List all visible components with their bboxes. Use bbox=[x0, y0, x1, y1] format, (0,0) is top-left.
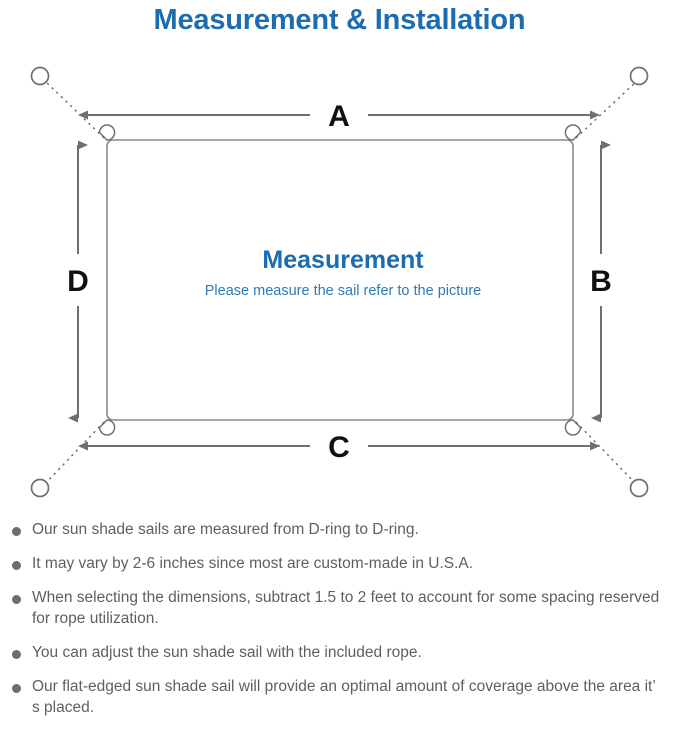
dimension-label-b: B bbox=[590, 265, 612, 298]
rope-top-left bbox=[43, 79, 105, 139]
bullet-icon bbox=[12, 683, 21, 693]
rope-bottom-left bbox=[42, 421, 105, 487]
diagram-center-title: Measurement bbox=[262, 246, 424, 274]
note-text: Our flat-edged sun shade sail will provi… bbox=[32, 677, 656, 716]
list-item: When selecting the dimensions, subtract … bbox=[0, 588, 679, 630]
rope-bottom-right bbox=[575, 421, 639, 487]
note-text: When selecting the dimensions, subtract … bbox=[32, 588, 660, 627]
list-item: You can adjust the sun shade sail with t… bbox=[0, 643, 679, 664]
anchor-ring-bottom-left-icon bbox=[30, 478, 50, 498]
page-title: Measurement & Installation bbox=[153, 4, 526, 36]
d-ring-bottom-right-icon bbox=[564, 419, 582, 436]
note-text: Our sun shade sails are measured from D-… bbox=[32, 521, 419, 538]
bullet-icon bbox=[12, 594, 21, 604]
anchor-ring-top-right-icon bbox=[629, 66, 649, 86]
list-item: Our flat-edged sun shade sail will provi… bbox=[0, 677, 679, 719]
bullet-icon bbox=[12, 649, 21, 659]
note-text: It may vary by 2-6 inches since most are… bbox=[32, 554, 474, 572]
d-ring-bottom-left-icon bbox=[98, 419, 116, 436]
dimension-label-d: D bbox=[67, 265, 89, 298]
note-text: You can adjust the sun shade sail with t… bbox=[32, 643, 422, 661]
d-ring-top-right-icon bbox=[564, 124, 582, 141]
notes-list: Our sun shade sails are measured from D-… bbox=[0, 520, 679, 731]
anchor-ring-top-left-icon bbox=[30, 66, 50, 86]
bullet-icon bbox=[12, 560, 21, 570]
bullet-icon bbox=[12, 527, 21, 536]
d-ring-top-left-icon bbox=[98, 124, 116, 141]
rope-top-right bbox=[575, 79, 639, 139]
sail-body bbox=[106, 139, 574, 421]
list-item: It may vary by 2-6 inches since most are… bbox=[0, 554, 679, 575]
dimension-label-c: C bbox=[328, 431, 350, 464]
diagram-center-subtitle: Please measure the sail refer to the pic… bbox=[205, 283, 481, 299]
dimension-label-a: A bbox=[328, 100, 350, 133]
measurement-diagram: A C D B Measurement Please measure the s… bbox=[0, 44, 679, 514]
list-item: Our sun shade sails are measured from D-… bbox=[0, 520, 679, 541]
anchor-ring-bottom-right-icon bbox=[629, 478, 649, 498]
